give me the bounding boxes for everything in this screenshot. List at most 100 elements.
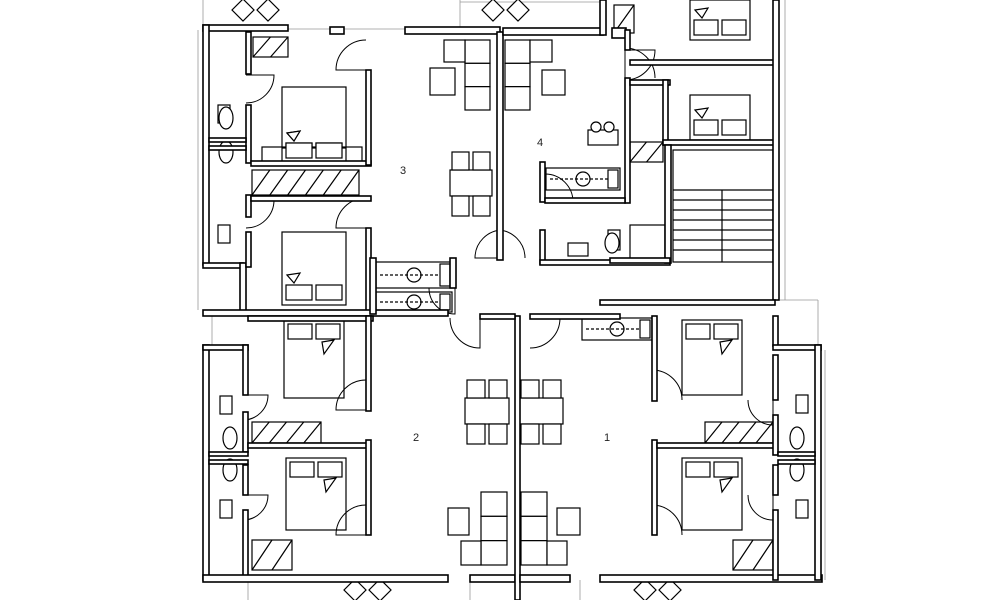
armchair [429,67,456,96]
desk [587,129,619,146]
wall [609,257,671,264]
wall [365,439,372,536]
sofa-seat [520,515,548,542]
wardrobe [704,421,774,444]
unit-label-2: 2 [413,432,419,444]
blanket-fold [321,339,336,356]
pillow [285,142,313,159]
sofa-seat [504,39,531,64]
wall [624,77,631,204]
wall [624,29,631,51]
walls [202,0,823,600]
wall [629,79,671,86]
wall [208,137,247,143]
blanket-fold [285,130,302,143]
chair [466,379,486,399]
wardrobe [732,539,774,571]
wall [245,194,252,218]
wardrobe [252,36,289,58]
dining-table [518,397,564,425]
wall [208,145,247,151]
sofa-seat [520,491,548,517]
pillow [317,461,343,478]
sofa-seat [443,39,466,63]
wall [247,315,374,322]
door-swing [335,379,367,411]
sink [406,294,422,310]
door-swing [335,197,367,229]
wall [651,439,658,536]
wardrobe-hatch [268,421,287,444]
pillow [713,323,739,340]
unit-label-1: 1 [604,432,610,444]
toilet [218,140,234,164]
sofa-seat [529,39,553,63]
wardrobe [251,539,293,571]
wall [777,451,816,457]
pillow [721,119,747,136]
wall [529,313,621,320]
sink [219,499,233,519]
wall [469,574,516,583]
chair [520,379,540,399]
sofa-seat [504,62,531,88]
planter [256,0,280,22]
pillow [693,19,719,36]
pillow [315,142,343,159]
wall [242,509,249,581]
pillow [315,323,341,340]
sofa-seat [480,491,508,517]
wall [544,197,626,204]
wardrobe [629,141,664,163]
wall [479,313,516,320]
wall [202,344,210,581]
wardrobe-hatch [271,539,293,571]
planter [368,578,392,600]
wall [202,574,449,583]
wall [772,354,779,401]
wardrobe-hatch [270,36,289,58]
planter [506,0,530,22]
wall [208,451,249,457]
unit-label-4: 4 [537,137,543,149]
wall [814,344,822,581]
wall [250,195,372,202]
blanket-fold [323,477,338,494]
wall [514,315,521,600]
pillow [713,461,739,478]
sink [217,224,231,244]
wall [629,59,776,66]
chair [488,423,508,445]
blanket-fold [719,339,734,356]
sink [795,394,809,414]
wall [329,26,345,35]
wardrobe-hatch [269,169,289,196]
door-swing [245,74,275,104]
wall [502,27,604,36]
shower [629,224,666,261]
wall [242,464,249,496]
unit-label-3: 3 [400,165,406,177]
chair [472,195,491,217]
planter [481,0,505,22]
wardrobe-hatch [738,421,757,444]
wardrobe-hatch [252,36,271,58]
blanket-fold [285,272,302,285]
wall [656,442,776,449]
toilet [222,426,238,450]
planter [231,0,255,22]
pillow [721,19,747,36]
chair [488,379,508,399]
armchair [541,69,566,96]
sink [795,499,809,519]
blanket-fold [719,477,734,494]
door-swing [747,399,774,426]
armchair [447,507,470,536]
wall [611,27,627,39]
wardrobe-hatch [752,539,774,571]
blanket-fold [693,7,710,20]
blanket-fold [693,107,710,120]
planter [633,578,657,600]
chair [451,195,470,217]
chair [542,423,562,445]
